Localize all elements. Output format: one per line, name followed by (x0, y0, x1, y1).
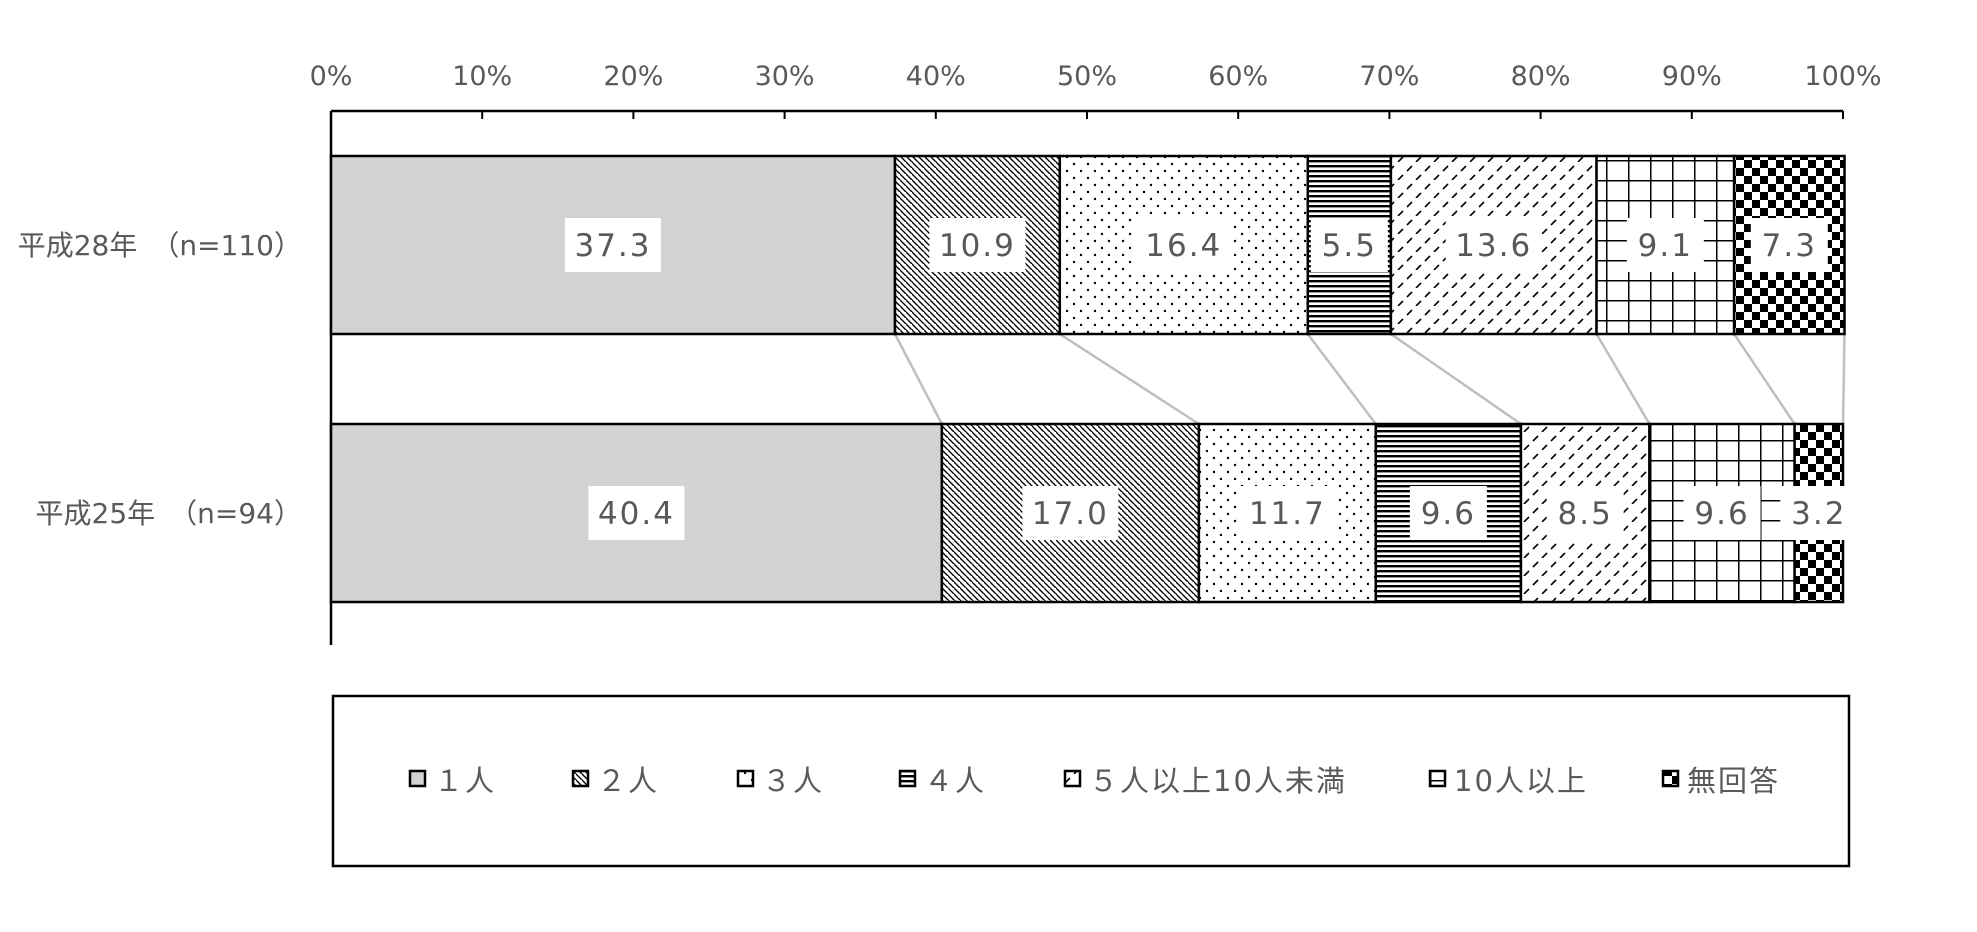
legend-swatch (408, 769, 427, 788)
data-labels-layer: 37.3 10.9 16.4 5.5 13.6 9.1 7.3 40.4 17.0 11.7 9.6… (564, 218, 1858, 540)
x-tick-label: 60% (1208, 61, 1268, 92)
legend: １人 ２人 ３人 ４人 ５人以上10人未満 10人以上 無回答 (331, 694, 1851, 868)
x-tick-label: 80% (1511, 61, 1571, 92)
bar-segment (893, 154, 1062, 336)
x-tick-label: 30% (755, 61, 815, 92)
legend-label: ３人 (762, 764, 824, 798)
legend-label: 10人以上 (1454, 764, 1588, 798)
data-label-box (1546, 486, 1624, 540)
data-label: 7.3 (1762, 228, 1817, 264)
series-line (1306, 333, 1377, 425)
data-label-box (1626, 218, 1704, 272)
data-label-box (1750, 218, 1828, 272)
data-label-box (1310, 218, 1388, 272)
x-tick-label: 90% (1662, 61, 1722, 92)
data-label: 13.6 (1455, 228, 1532, 264)
data-label: 8.5 (1558, 496, 1613, 532)
legend-swatch (571, 769, 590, 788)
legend-swatch (736, 769, 755, 788)
bar-segment (1197, 422, 1378, 604)
x-tick-label: 50% (1057, 61, 1117, 92)
series-line (1733, 333, 1796, 425)
data-label: 10.9 (939, 228, 1016, 264)
data-label: 40.4 (598, 496, 675, 532)
category-label: 平成25年 （n=94） (36, 497, 302, 530)
data-label: 9.1 (1638, 228, 1693, 264)
legend-label: １人 (434, 764, 496, 798)
x-tick-label: 0% (310, 61, 353, 92)
data-label-box (1445, 218, 1542, 272)
legend-label: 無回答 (1687, 764, 1780, 798)
legend-swatch (1428, 769, 1447, 788)
data-label-box (588, 486, 685, 540)
x-tick-label: 10% (452, 61, 512, 92)
data-label-box (929, 218, 1026, 272)
data-label-box (1239, 486, 1336, 540)
x-tick-label: 70% (1359, 61, 1419, 92)
legend-swatch (1661, 769, 1680, 788)
data-label-box (1780, 486, 1858, 540)
data-label-box (1022, 486, 1119, 540)
legend-label: ４人 (924, 764, 986, 798)
legend-label: ５人以上10人未満 (1089, 764, 1347, 798)
x-tick-label: 40% (906, 61, 966, 92)
data-label: 11.7 (1249, 496, 1326, 532)
x-tick-label: 100% (1804, 61, 1881, 92)
category-label: 平成28年 （n=110） (18, 229, 302, 262)
data-label-box (1135, 218, 1232, 272)
legend-swatch (898, 769, 917, 788)
axis-layer: 0% 10% 20% 30% 40% 50% 60% 70% 80% 90% 100% 平成28年 （… (18, 61, 1882, 645)
data-label-box (1409, 486, 1487, 540)
data-label-box (564, 218, 661, 272)
series-line (1059, 332, 1200, 426)
series-lines-layer (893, 332, 1846, 426)
series-line (1390, 332, 1522, 426)
series-line (1595, 333, 1651, 425)
data-label: 5.5 (1322, 228, 1377, 264)
data-label: 3.2 (1791, 496, 1846, 532)
x-tick-label: 20% (603, 61, 663, 92)
data-label-box (1683, 486, 1761, 540)
series-line (1841, 333, 1846, 425)
legend-label: ２人 (597, 764, 659, 798)
data-label: 37.3 (574, 228, 651, 264)
data-label: 9.6 (1421, 496, 1476, 532)
legend-swatch (1063, 769, 1082, 788)
series-line (893, 333, 943, 425)
data-label: 16.4 (1145, 228, 1222, 264)
data-label: 17.0 (1032, 496, 1109, 532)
data-label: 9.6 (1694, 496, 1749, 532)
